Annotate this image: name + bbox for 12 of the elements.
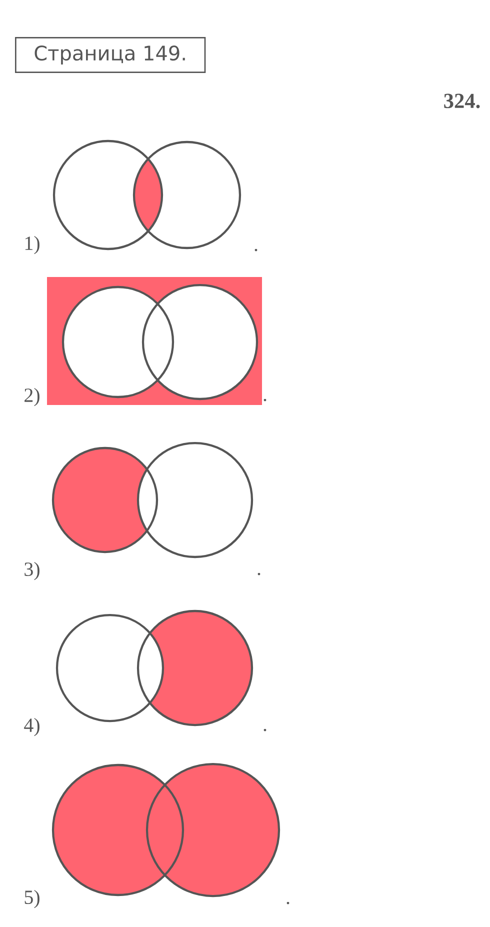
item-number: 3)	[24, 562, 40, 580]
exercise-number: 324.	[444, 94, 480, 108]
item-number: 2)	[24, 388, 40, 406]
item-number: 5)	[24, 890, 40, 908]
period: .	[264, 398, 266, 402]
page-header-box: Страница 149.	[15, 37, 206, 73]
item-number: 1)	[25, 236, 40, 254]
item-number: 4)	[24, 718, 40, 736]
period: .	[264, 728, 266, 732]
period: .	[254, 248, 258, 252]
period: .	[258, 572, 260, 576]
period: .	[286, 902, 290, 904]
